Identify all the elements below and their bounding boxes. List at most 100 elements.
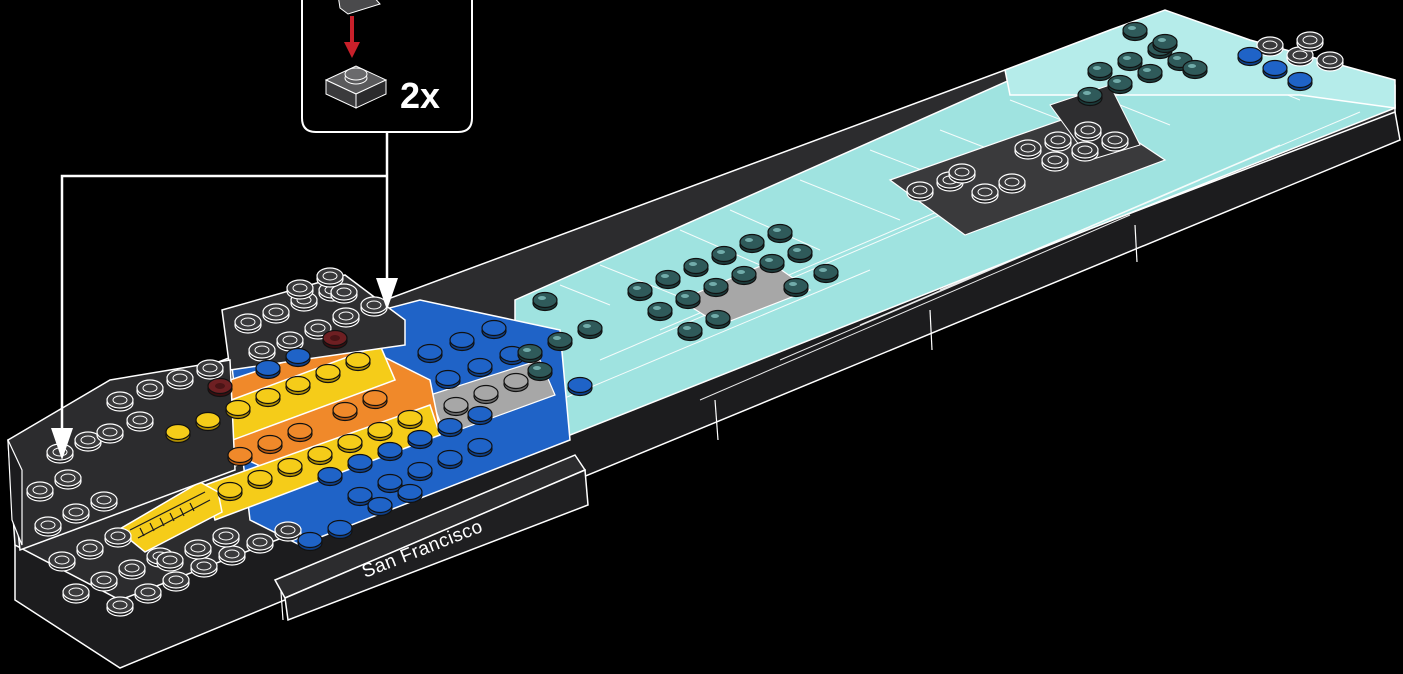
yellow-stud <box>308 447 332 465</box>
dark-stud <box>35 517 61 536</box>
dark-stud <box>249 342 275 361</box>
dark-stud <box>127 412 153 431</box>
blue-stud <box>468 407 492 425</box>
trans-stud <box>1183 61 1207 79</box>
dark-stud <box>107 597 133 616</box>
blue-stud <box>436 371 460 389</box>
dark-stud <box>972 184 998 203</box>
dark-stud <box>263 304 289 323</box>
dark-stud <box>1045 132 1071 151</box>
blue-stud <box>408 463 432 481</box>
yellow-stud <box>346 353 370 371</box>
red-stud <box>208 379 232 397</box>
dark-stud <box>361 297 387 316</box>
blue-stud <box>418 345 442 363</box>
trans-stud <box>1088 63 1112 81</box>
blue-stud <box>378 443 402 461</box>
trans-stud <box>1123 23 1147 41</box>
trans-stud <box>678 323 702 341</box>
dark-stud <box>97 424 123 443</box>
dark-stud <box>1015 140 1041 159</box>
yellow-stud <box>368 423 392 441</box>
dark-stud <box>77 540 103 559</box>
dark-stud <box>91 572 117 591</box>
trans-stud <box>656 271 680 289</box>
trans-stud <box>788 245 812 263</box>
grey-stud <box>444 398 468 416</box>
trans-stud <box>518 345 542 363</box>
yellow-stud <box>338 435 362 453</box>
yellow-stud <box>286 377 310 395</box>
dark-stud <box>1102 132 1128 151</box>
yellow-stud <box>248 471 272 489</box>
blue-stud <box>568 378 592 396</box>
dark-stud <box>317 268 343 287</box>
trans-stud <box>676 291 700 309</box>
dark-stud <box>135 584 161 603</box>
dark-stud <box>333 308 359 327</box>
dark-stud <box>191 558 217 577</box>
trans-stud <box>684 259 708 277</box>
dark-stud <box>219 546 245 565</box>
dark-stud <box>247 534 273 553</box>
yellow-stud <box>226 401 250 419</box>
dark-stud <box>287 280 313 299</box>
blue-stud <box>468 439 492 457</box>
yellow-stud <box>278 459 302 477</box>
yellow-stud <box>166 425 190 443</box>
grey-stud <box>504 374 528 392</box>
blue-stud <box>298 533 322 551</box>
blue-stud <box>482 321 506 339</box>
trans-stud <box>533 293 557 311</box>
trans-stud <box>1153 35 1177 53</box>
blue-stud <box>256 361 280 379</box>
trans-stud <box>578 321 602 339</box>
dark-stud <box>157 552 183 571</box>
dark-stud <box>167 370 193 389</box>
orange-stud <box>288 424 312 442</box>
blue-stud <box>450 333 474 351</box>
dark-stud <box>235 314 261 333</box>
dark-stud <box>1317 52 1343 71</box>
dark-stud <box>949 164 975 183</box>
dark-stud <box>163 572 189 591</box>
trans-stud <box>740 235 764 253</box>
dark-stud <box>91 492 117 511</box>
dark-stud <box>107 392 133 411</box>
trans-stud <box>732 267 756 285</box>
callout-quantity: 2x <box>400 75 440 116</box>
trans-stud <box>528 363 552 381</box>
trans-stud <box>648 303 672 321</box>
dark-stud <box>55 470 81 489</box>
dark-stud <box>1072 142 1098 161</box>
dark-stud <box>49 552 75 571</box>
blue-stud <box>286 349 310 367</box>
blue-stud <box>438 419 462 437</box>
trans-stud <box>1078 88 1102 106</box>
dark-stud <box>185 540 211 559</box>
blue-stud <box>398 485 422 503</box>
trans-stud <box>712 247 736 265</box>
blue-stud <box>348 455 372 473</box>
blue-stud <box>318 468 342 486</box>
blue-stud <box>1288 73 1312 91</box>
dark-stud <box>137 380 163 399</box>
yellow-stud <box>316 365 340 383</box>
trans-stud <box>814 265 838 283</box>
trans-stud <box>1138 65 1162 83</box>
blue-stud <box>408 431 432 449</box>
trans-stud <box>784 279 808 297</box>
trans-stud <box>760 255 784 273</box>
yellow-stud <box>256 389 280 407</box>
yellow-stud <box>196 413 220 431</box>
dark-stud <box>275 522 301 541</box>
orange-stud <box>363 391 387 409</box>
dark-stud <box>907 182 933 201</box>
blue-stud <box>328 521 352 539</box>
blue-stud <box>368 498 392 516</box>
grey-stud <box>474 386 498 404</box>
dark-stud <box>213 528 239 547</box>
yellow-stud <box>398 411 422 429</box>
dark-stud <box>63 584 89 603</box>
